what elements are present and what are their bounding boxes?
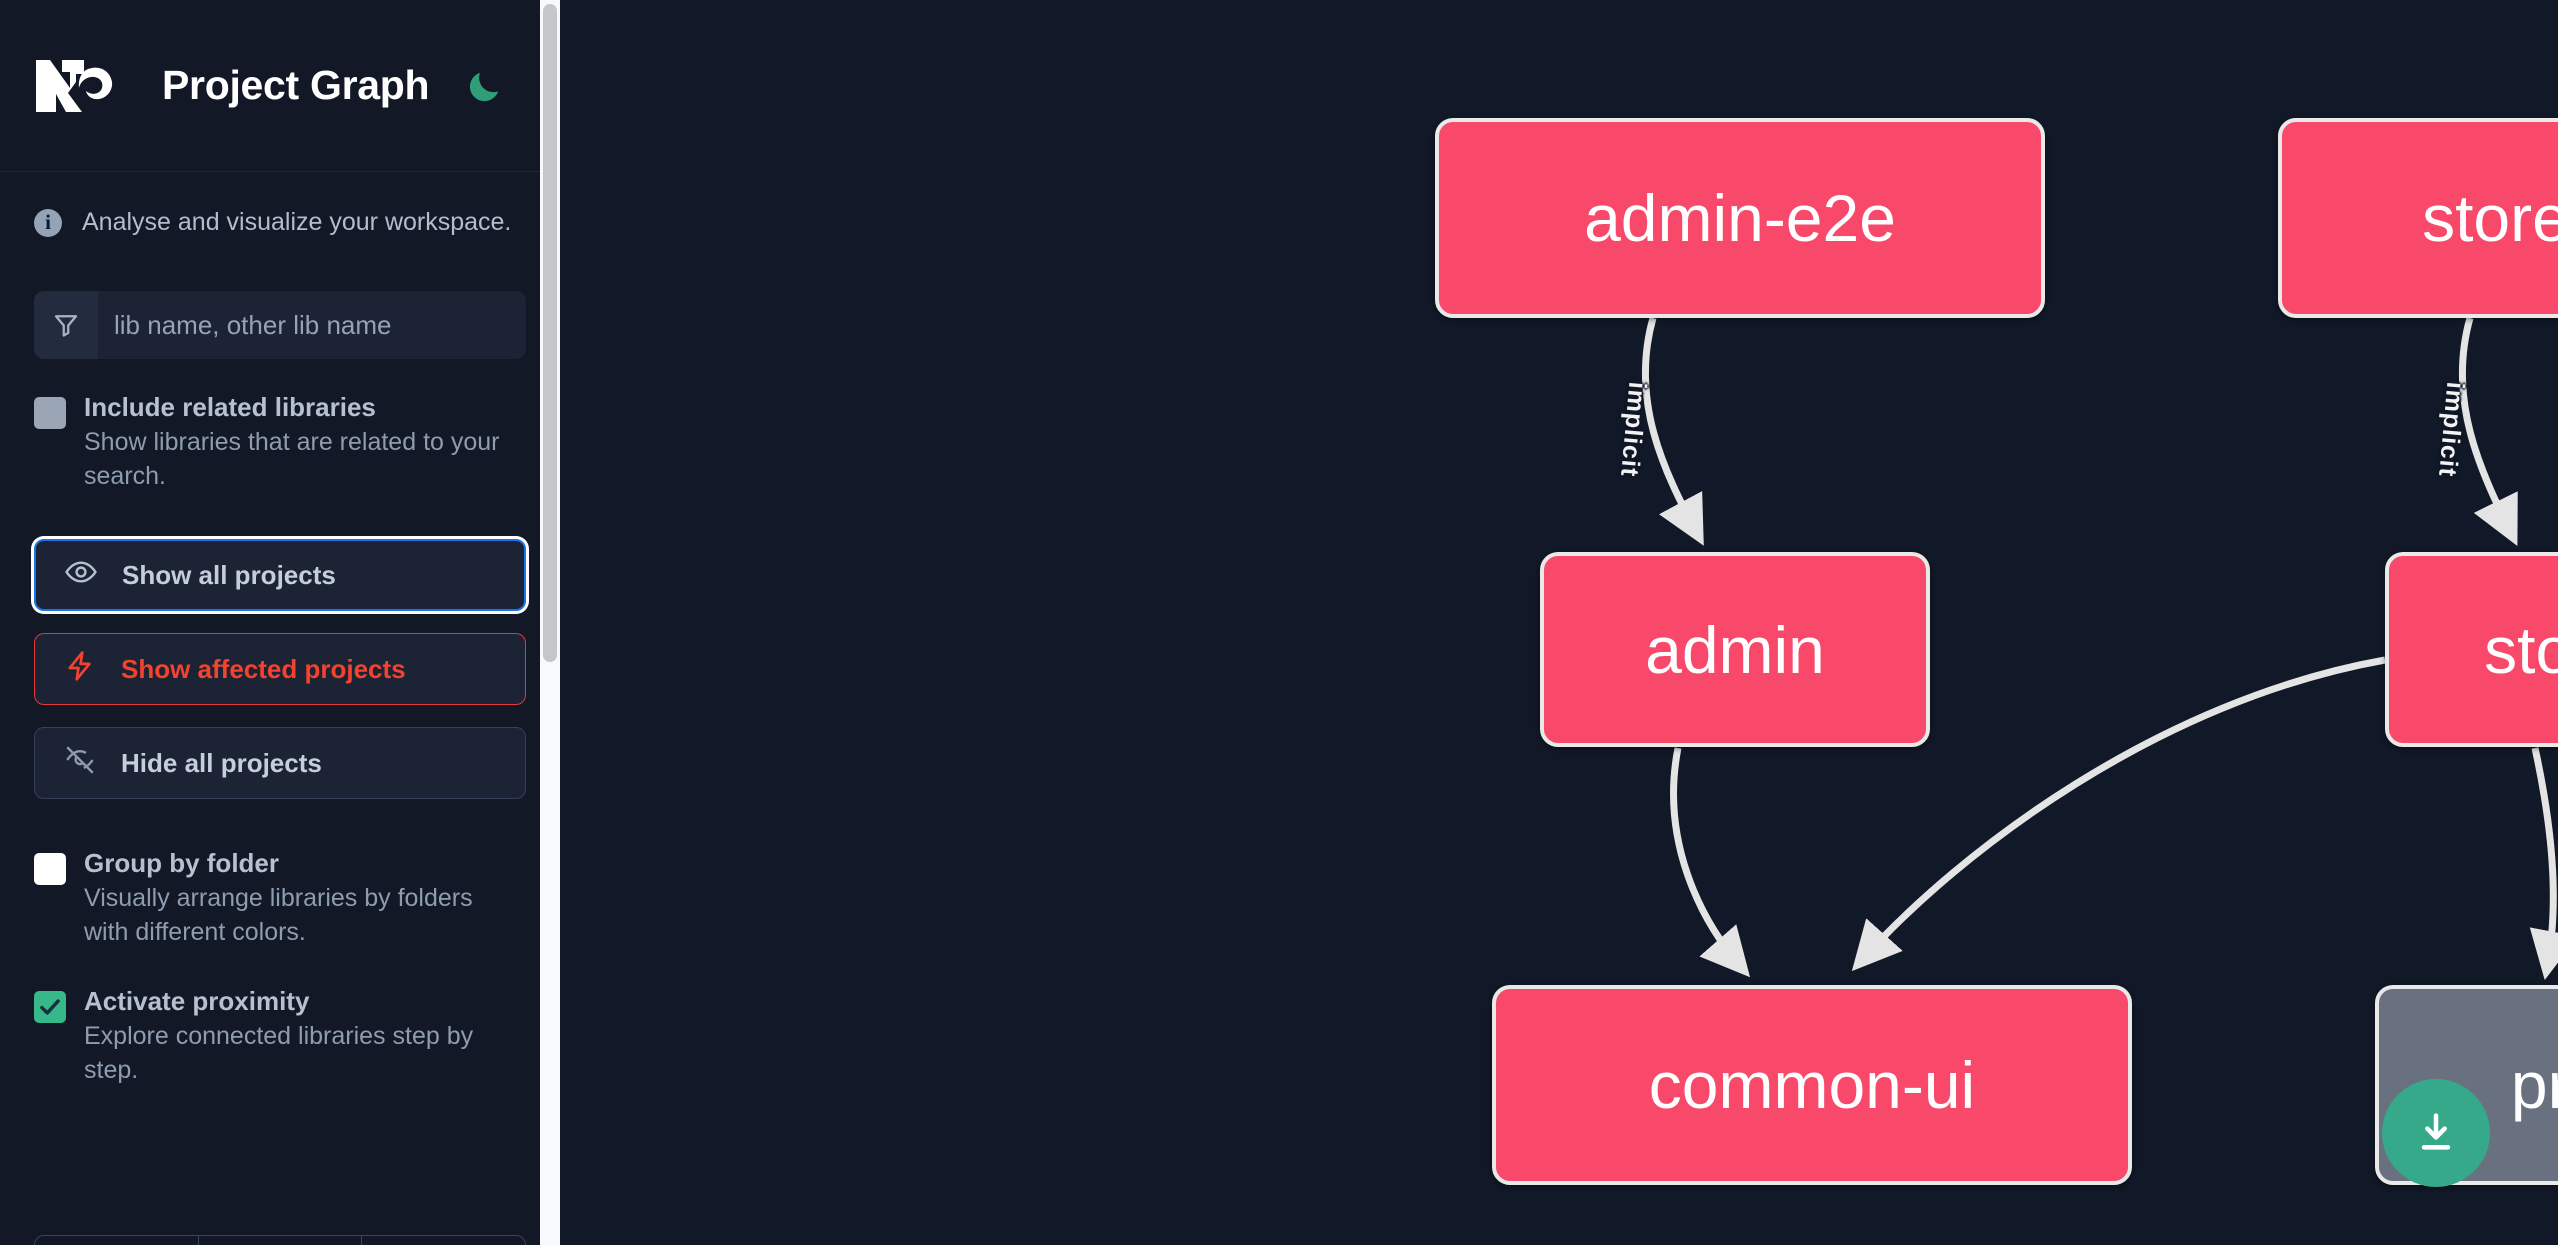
checkbox-label: Activate proximity [84, 986, 310, 1017]
show-all-projects-label: Show all projects [122, 559, 336, 590]
hide-all-projects-label: Hide all projects [121, 747, 322, 778]
checkbox-row-include-related-libraries[interactable]: Include related libraries Show libraries… [0, 392, 560, 493]
node-label: store [2484, 612, 2558, 687]
node-label: admin [1645, 612, 1825, 687]
node-label: common-ui [1648, 1048, 1976, 1122]
checkbox-activate-proximity[interactable] [34, 991, 66, 1024]
segment-option-3[interactable] [362, 1236, 525, 1245]
node-label: store-e2e [2422, 181, 2558, 255]
tagline-text: Analyse and visualize your workspace. [82, 208, 512, 236]
download-icon [2421, 1113, 2451, 1150]
search-input[interactable] [98, 291, 526, 359]
graph-edges [1641, 317, 2558, 981]
node-label: admin-e2e [1584, 181, 1896, 255]
checkbox-group-by-folder[interactable] [34, 853, 66, 886]
sidebar-scrollbar[interactable] [540, 0, 560, 1245]
show-affected-projects-label: Show affected projects [121, 653, 406, 684]
checkbox-label: Group by folder [84, 848, 279, 879]
checkbox-description: Visually arrange libraries by folders wi… [84, 884, 473, 946]
show-affected-projects-button[interactable]: Show affected projects [34, 633, 526, 706]
checkbox-description: Show libraries that are related to your … [84, 428, 500, 490]
checkbox-include-related-libraries[interactable] [34, 397, 66, 429]
sidebar-scroll-area[interactable]: Project Graph i Analyse and visualize yo… [0, 0, 560, 1245]
edge-store-common-ui [1851, 656, 2386, 972]
graph-canvas[interactable]: admin-e2e store-e2e admin store common-u… [560, 0, 2558, 1245]
project-visibility-buttons: Show all projects Show affected projects [34, 539, 526, 800]
page-title: Project Graph [162, 62, 430, 108]
checkbox-text-block: Group by folder Visually arrange librari… [84, 848, 526, 949]
graph-node-store-e2e[interactable]: store-e2e [2278, 118, 2558, 318]
edge-admin-e2e-admin [1641, 317, 1704, 546]
checkbox-row-group-by-folder[interactable]: Group by folder Visually arrange librari… [0, 848, 560, 949]
node-label: products [2510, 1048, 2558, 1122]
sidebar-scrollbar-thumb[interactable] [543, 4, 557, 662]
sidebar-header: Project Graph [0, 0, 560, 172]
checkbox-text-block: Activate proximity Explore connected lib… [84, 987, 526, 1087]
tagline-row: i Analyse and visualize your workspace. [0, 172, 560, 237]
edge-store-e2e-store [2458, 317, 2518, 546]
info-icon: i [34, 208, 62, 237]
download-button[interactable] [2382, 1079, 2490, 1187]
lightning-icon [63, 649, 97, 690]
moon-icon[interactable] [463, 65, 505, 107]
nx-logo-icon [34, 56, 126, 116]
bottom-segmented-control[interactable] [34, 1235, 526, 1245]
graph-node-store[interactable]: store [2385, 552, 2558, 747]
filter-icon [34, 291, 98, 359]
checkbox-description: Explore connected libraries step by step… [84, 1022, 474, 1084]
edge-store-products [2529, 747, 2558, 981]
graph-node-admin[interactable]: admin [1540, 552, 1930, 747]
graph-node-common-ui[interactable]: common-ui [1492, 985, 2132, 1185]
eye-icon [64, 555, 98, 596]
edge-admin-common-ui [1670, 747, 1751, 978]
search-field[interactable] [34, 291, 526, 359]
segment-option-2[interactable] [198, 1236, 363, 1245]
segment-option-1[interactable] [35, 1236, 199, 1245]
hide-all-projects-button[interactable]: Hide all projects [34, 727, 526, 800]
graph-node-admin-e2e[interactable]: admin-e2e [1435, 118, 2045, 318]
checkbox-text-block: Include related libraries Show libraries… [84, 392, 526, 493]
check-icon [40, 999, 60, 1015]
show-all-projects-button[interactable]: Show all projects [34, 539, 526, 612]
eye-off-icon [63, 743, 97, 784]
checkbox-row-activate-proximity[interactable]: Activate proximity Explore connected lib… [0, 987, 560, 1087]
sidebar: Project Graph i Analyse and visualize yo… [0, 0, 560, 1245]
checkbox-label: Include related libraries [84, 392, 376, 422]
